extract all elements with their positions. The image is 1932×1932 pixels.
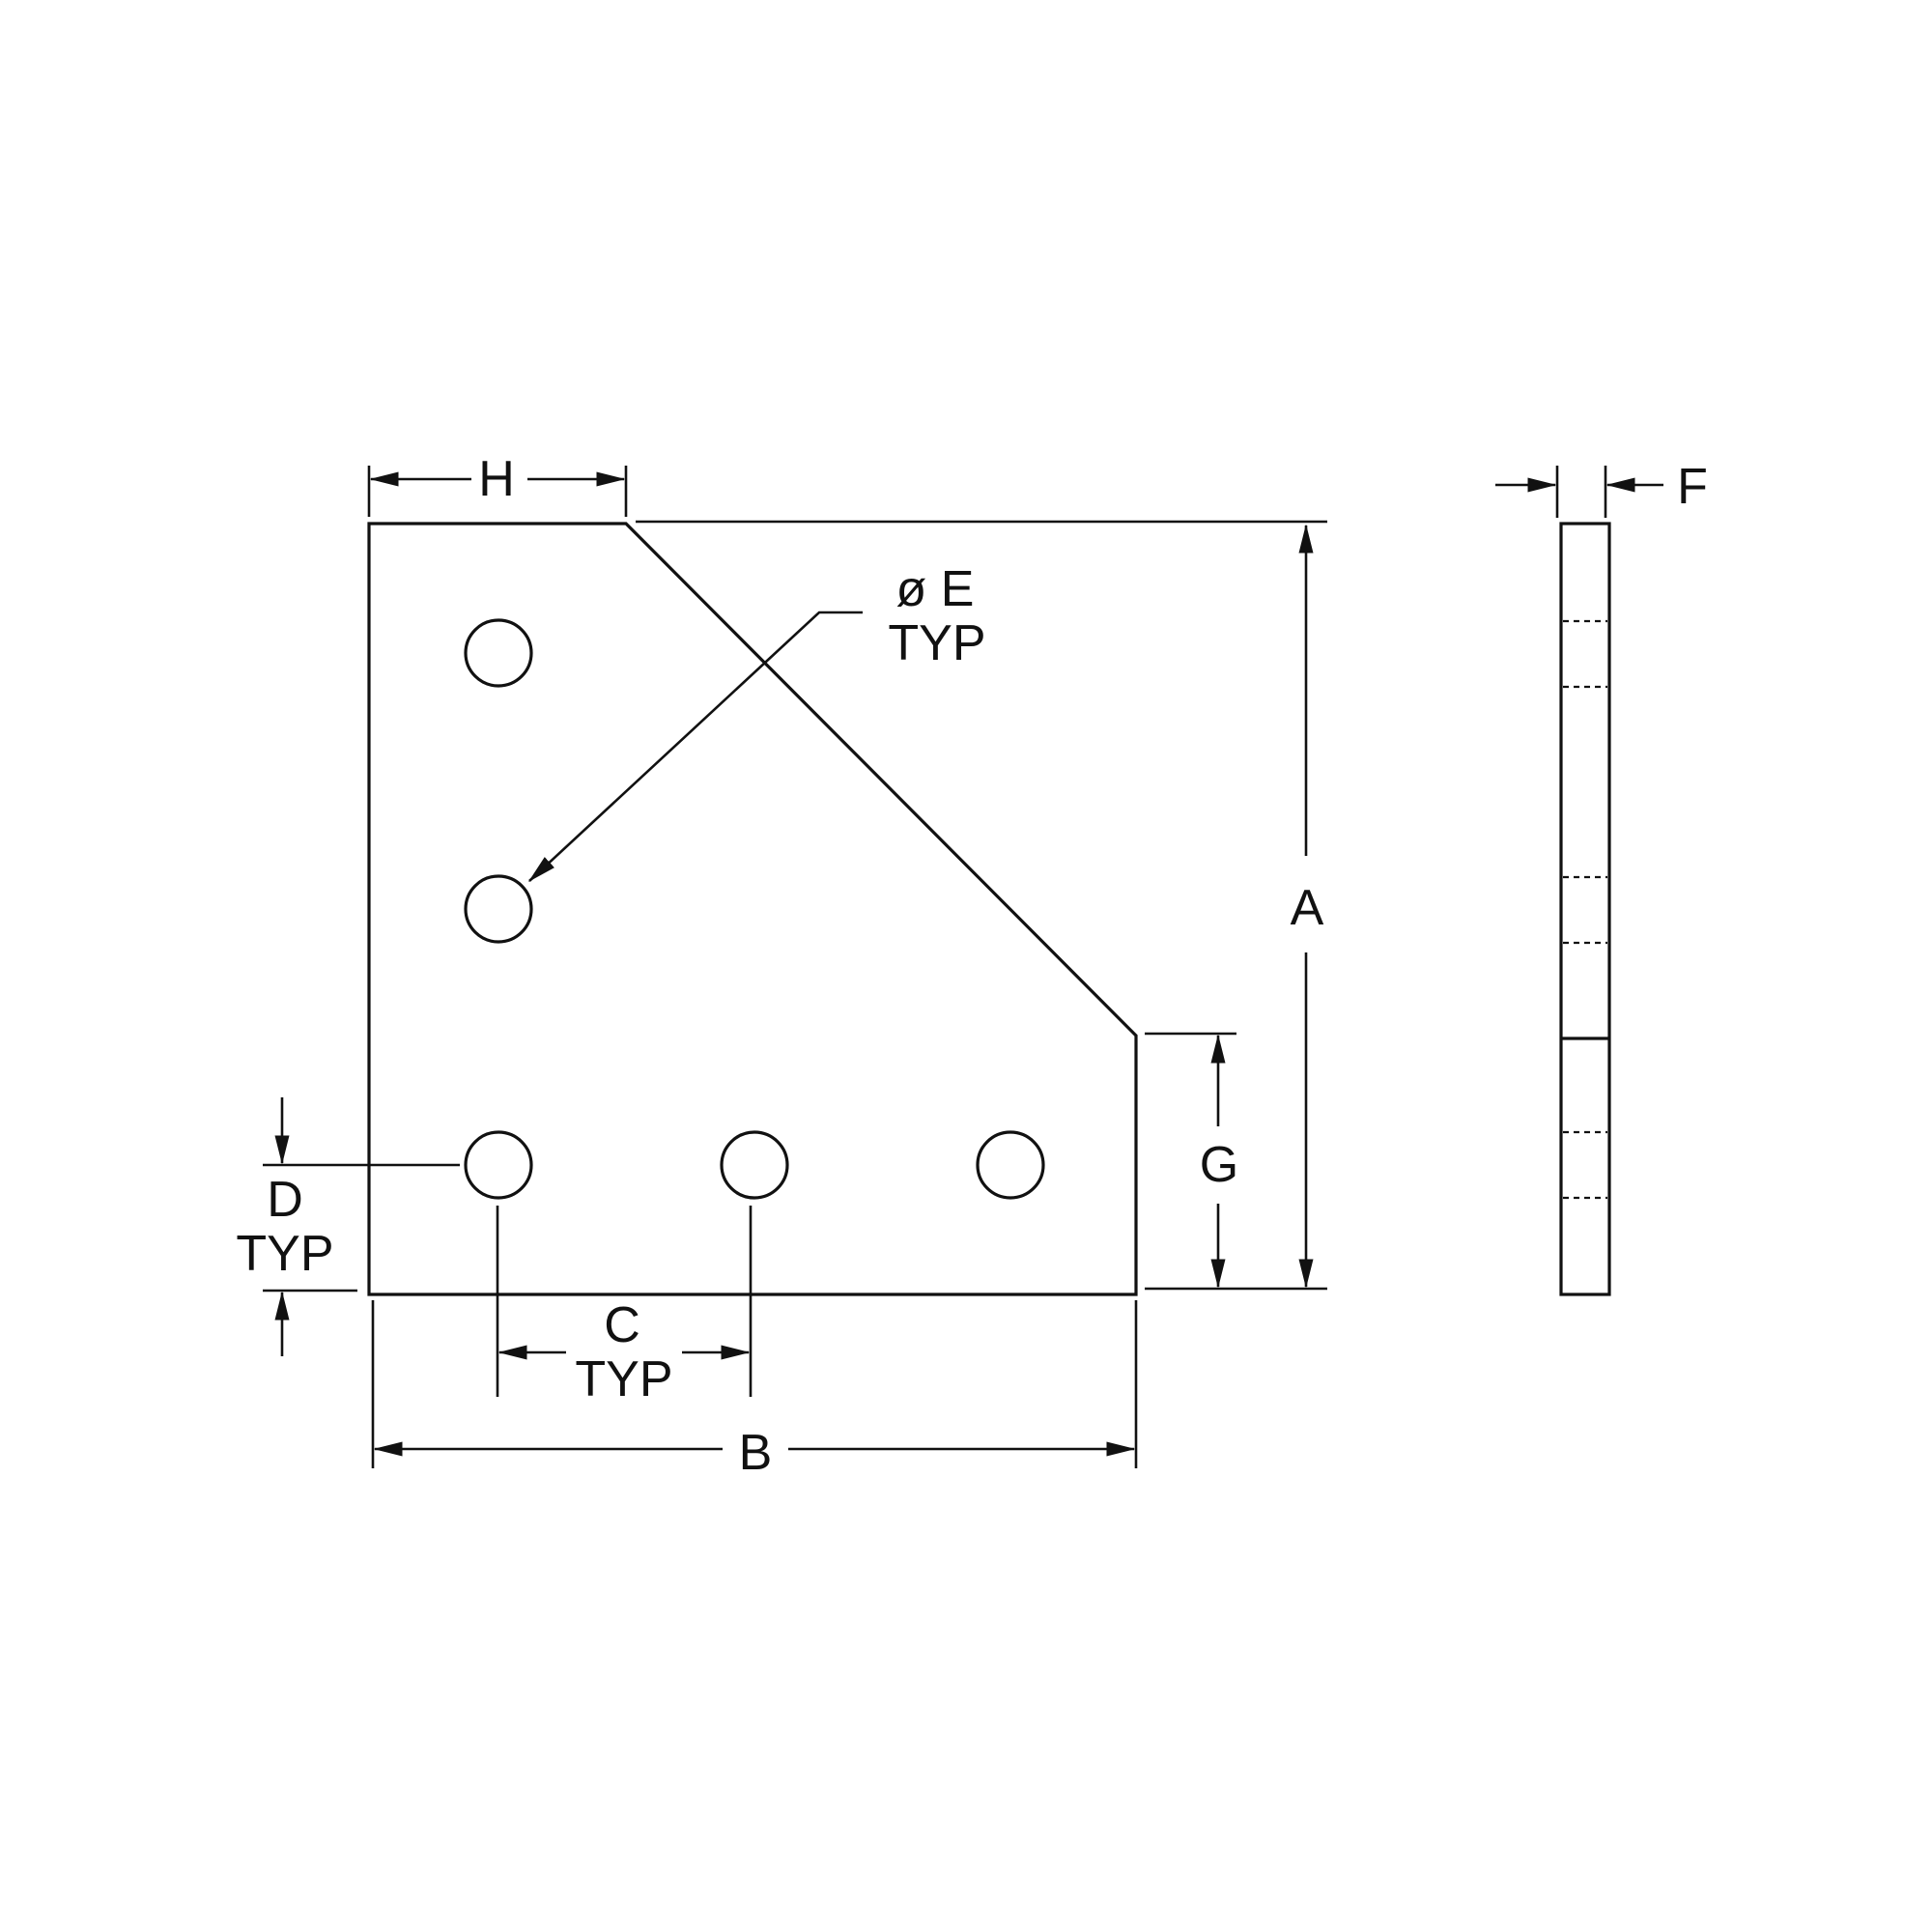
- label-e-typ: TYP: [888, 615, 985, 671]
- label-c-typ: TYP: [575, 1351, 672, 1407]
- label-g: G: [1200, 1137, 1238, 1193]
- label-a: A: [1291, 880, 1324, 936]
- label-d-typ: TYP: [236, 1226, 333, 1282]
- dimension-f: F: [1495, 459, 1708, 518]
- hole-bottom-right: [976, 1130, 1045, 1200]
- hole-bottom-left: [464, 1130, 533, 1200]
- label-h: H: [478, 451, 515, 507]
- dimension-c: C TYP: [496, 1206, 753, 1407]
- label-d: D: [267, 1172, 303, 1228]
- plate-outline: [367, 522, 1138, 1296]
- label-c: C: [604, 1297, 640, 1353]
- side-view-outline: [1559, 522, 1611, 1296]
- hole-bottom-middle: [720, 1130, 789, 1200]
- dimension-h: H: [367, 451, 628, 517]
- label-e: ø E: [896, 561, 975, 617]
- front-view: [367, 522, 1138, 1296]
- side-view: [1559, 522, 1611, 1296]
- dimension-b: B: [371, 1300, 1138, 1481]
- hole-top-left: [464, 618, 533, 688]
- label-b: B: [739, 1425, 773, 1481]
- hole-middle-left: [464, 874, 533, 944]
- dimension-a: A: [636, 520, 1327, 1291]
- label-f: F: [1677, 459, 1708, 515]
- dimension-g: G: [1145, 1032, 1238, 1289]
- leader-e: ø E TYP: [527, 561, 986, 883]
- dimension-d: D TYP: [236, 1097, 460, 1356]
